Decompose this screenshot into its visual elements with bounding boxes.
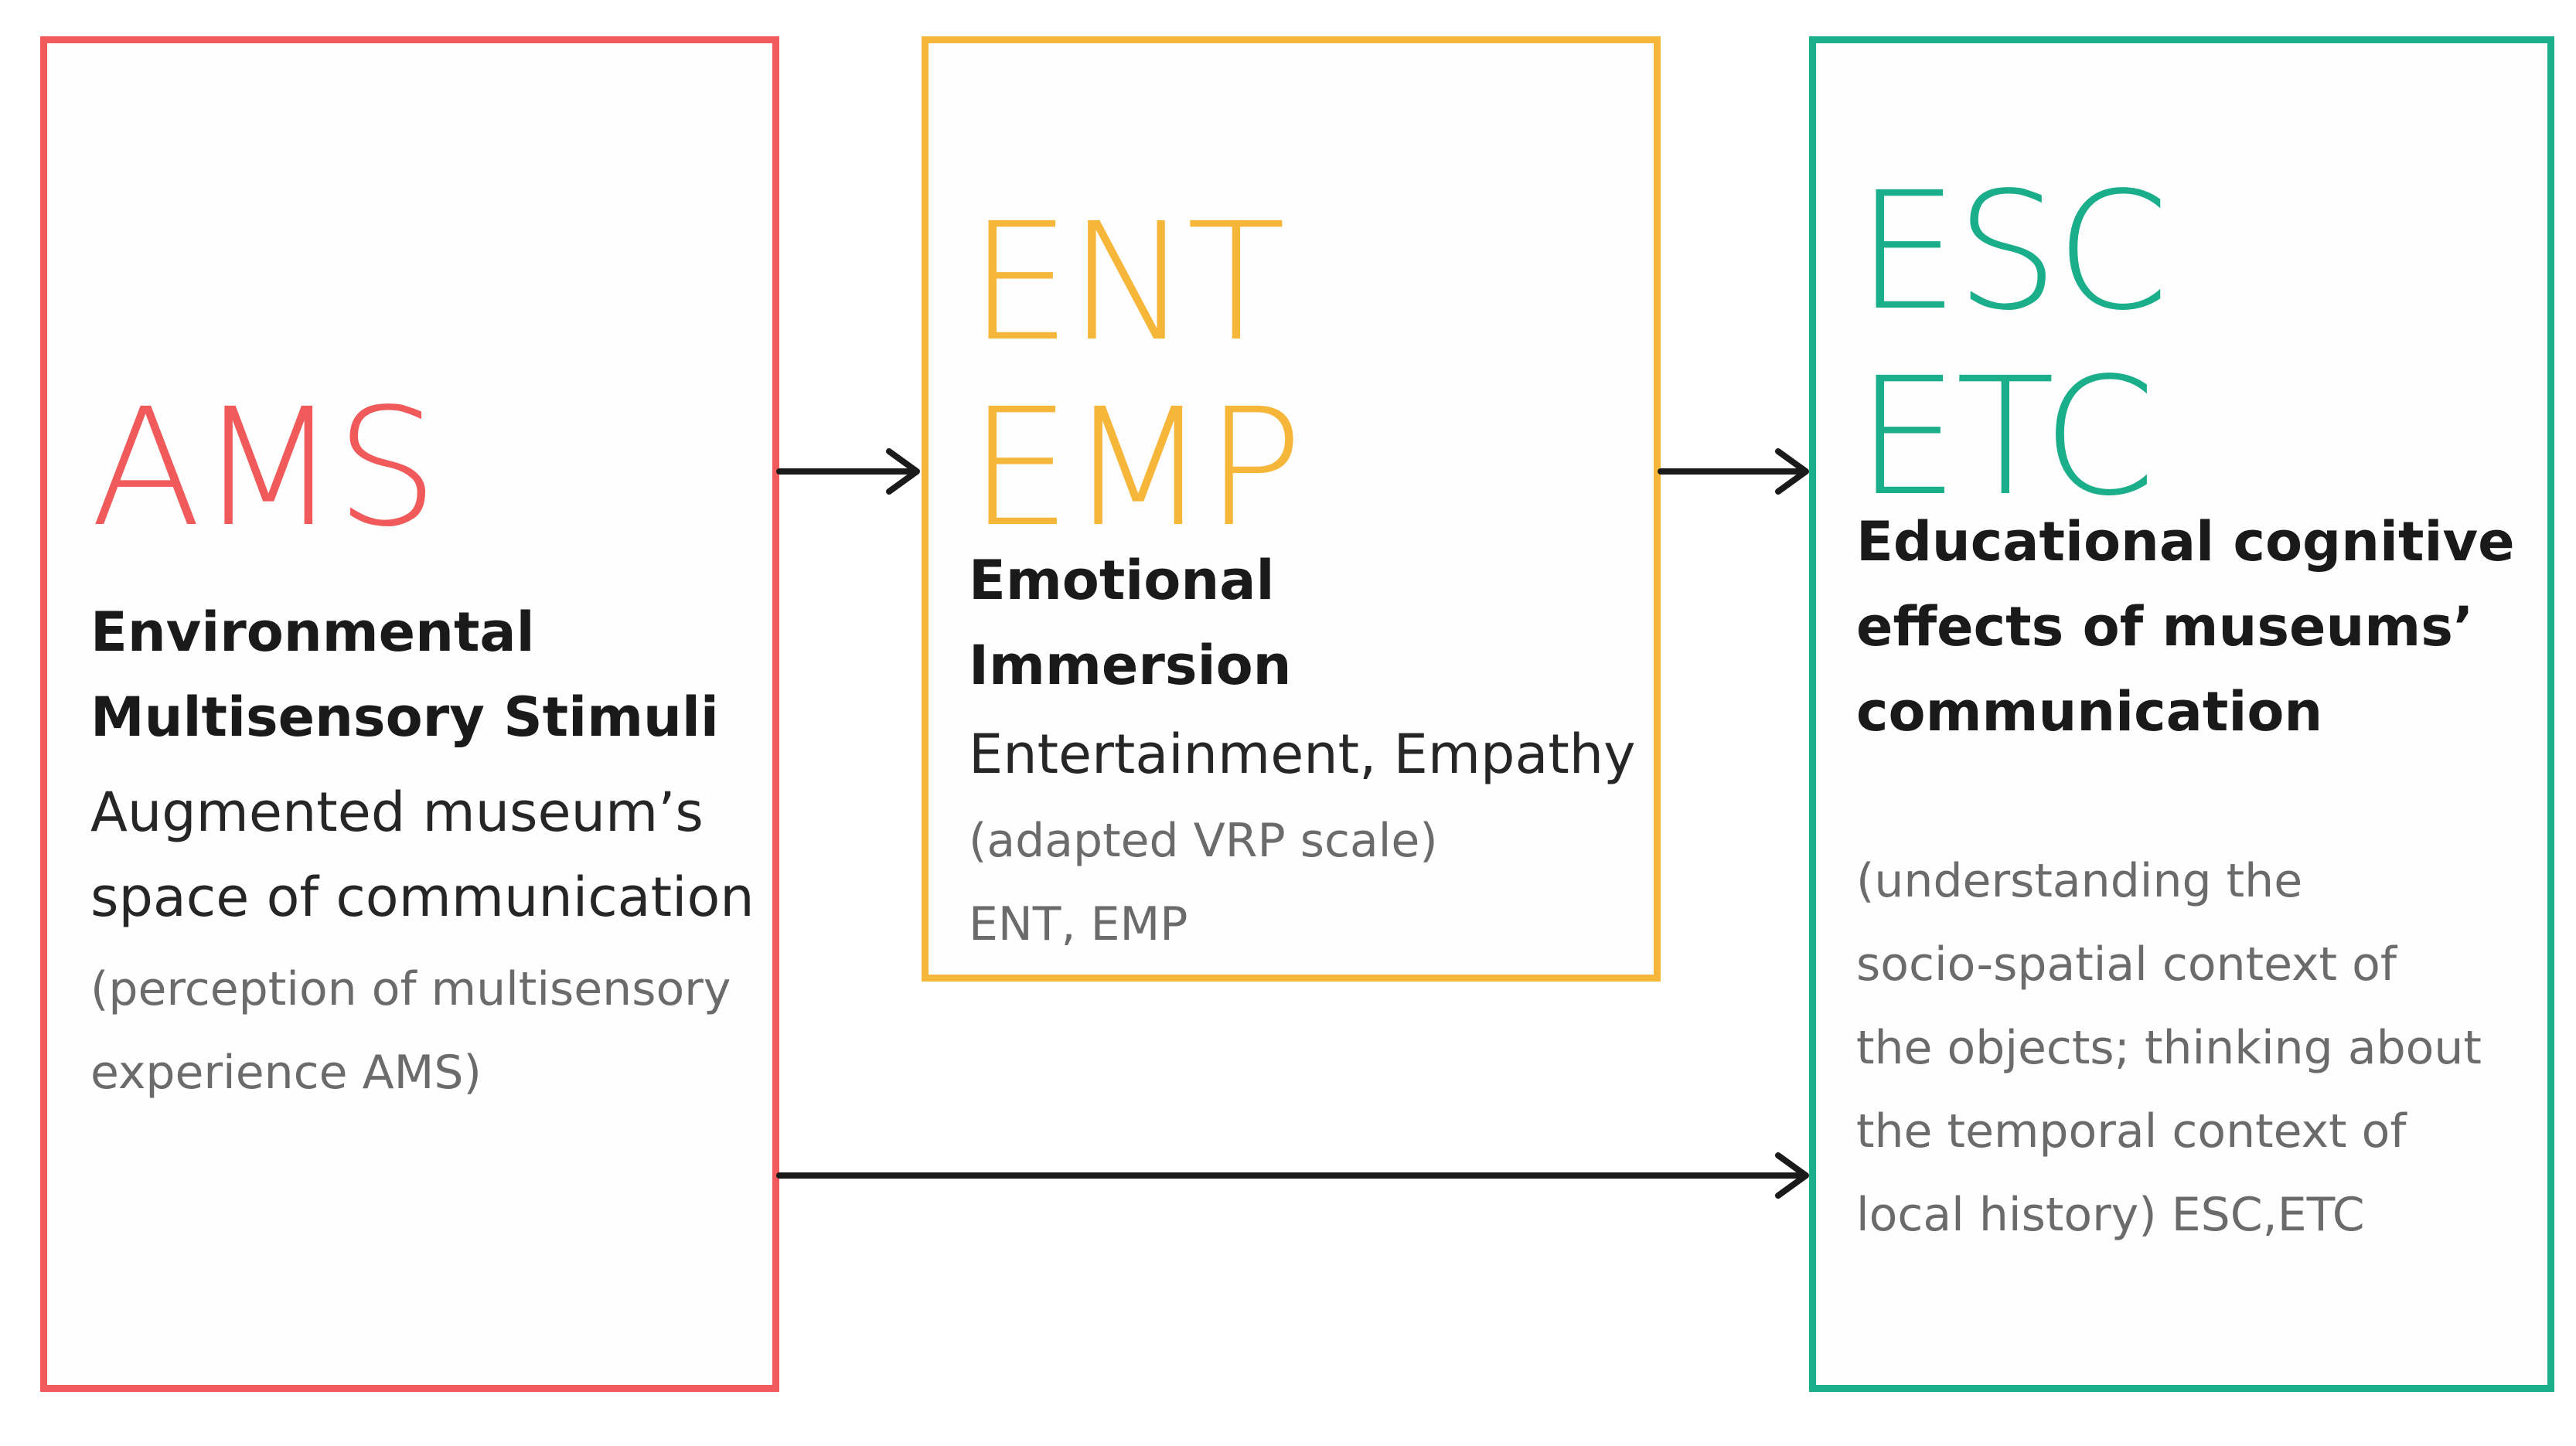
esc-note-line: local history) ESC,ETC [1856, 1188, 2365, 1242]
ams-code: AMS [90, 373, 438, 563]
ams-heading-line: Multisensory Stimuli [90, 686, 719, 749]
ent-note-line: ENT, EMP [969, 897, 1188, 951]
ent-code-line: ENT [969, 188, 1286, 377]
ent-note-line: (adapted VRP scale) [969, 814, 1438, 868]
esc-box: ESC ETC Educational cognitive effects of… [1809, 36, 2554, 1392]
ams-box: AMS Environmental Multisensory Stimuli A… [40, 36, 779, 1392]
esc-heading-line: Educational cognitive [1856, 510, 2515, 573]
ams-subtitle: Augmented museum’s space of communicatio… [90, 770, 755, 940]
ams-subtitle-line: Augmented museum’s [90, 781, 704, 844]
ent-note: (adapted VRP scale) ENT, EMP [969, 799, 1438, 966]
arrow-ams-to-ent [776, 448, 920, 495]
ent-codes: ENT EMP [969, 188, 1303, 563]
ams-code-line: AMS [90, 373, 438, 563]
esc-codes: ESC ETC [1856, 157, 2169, 532]
esc-note-line: the temporal context of [1856, 1104, 2407, 1159]
esc-note-line: (understanding the [1856, 854, 2303, 908]
esc-heading-line: communication [1856, 680, 2323, 743]
ams-note-line: experience AMS) [90, 1046, 482, 1100]
ent-subtitle-line: Entertainment, Empathy [969, 723, 1636, 786]
ent-heading: Emotional Immersion [969, 538, 1292, 708]
esc-note: (understanding the socio-spatial context… [1856, 839, 2482, 1257]
arrow-ent-to-esc [1658, 448, 1809, 495]
esc-code-line: ESC [1856, 157, 2169, 346]
esc-code-line: ETC [1856, 342, 2155, 532]
ent-subtitle: Entertainment, Empathy [969, 712, 1636, 797]
arrow-ams-to-esc [776, 1152, 1809, 1199]
ent-heading-line: Emotional [969, 549, 1275, 612]
esc-note-line: socio-spatial context of [1856, 937, 2397, 992]
ent-code-line: EMP [969, 373, 1303, 563]
ent-box: ENT EMP Emotional Immersion Entertainmen… [922, 36, 1661, 982]
ams-subtitle-line: space of communication [90, 866, 755, 929]
ams-heading: Environmental Multisensory Stimuli [90, 590, 719, 760]
ent-heading-line: Immersion [969, 634, 1292, 697]
esc-heading-line: effects of museums’ [1856, 595, 2474, 658]
ams-note: (perception of multisensory experience A… [90, 948, 731, 1114]
esc-heading: Educational cognitive effects of museums… [1856, 499, 2515, 754]
ams-heading-line: Environmental [90, 601, 535, 664]
ams-note-line: (perception of multisensory [90, 962, 731, 1016]
esc-note-line: the objects; thinking about [1856, 1021, 2482, 1075]
